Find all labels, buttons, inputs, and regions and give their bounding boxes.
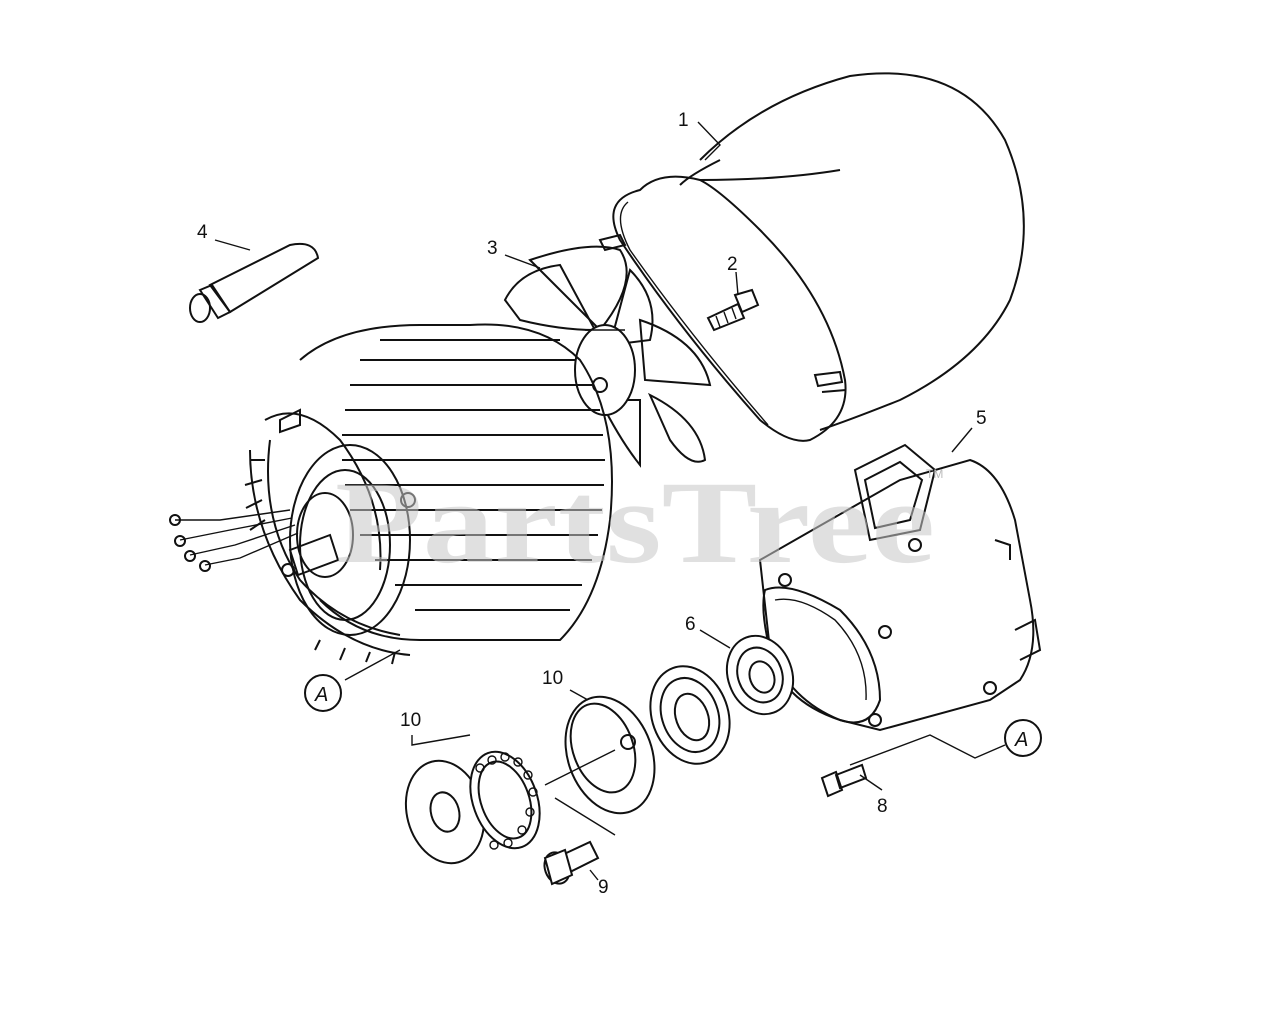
screw-part-2[interactable]	[706, 288, 760, 332]
svg-text:A: A	[1014, 729, 1028, 751]
seal-ring[interactable]	[637, 655, 743, 775]
callout-part-6: 6	[685, 614, 696, 635]
callout-part-4: 4	[197, 222, 208, 243]
callout-part-9: 9	[598, 877, 609, 898]
callout-part-2: 2	[727, 254, 738, 275]
callout-part-8: 8	[877, 796, 888, 817]
callout-part-3: 3	[487, 238, 498, 259]
grease-tube-part-4[interactable]	[189, 242, 320, 323]
motor-cover-part-1[interactable]	[598, 72, 1025, 442]
thrust-bearing-part-10-lower[interactable]	[395, 742, 552, 872]
leader-lines	[214, 121, 1006, 881]
bolt-part-9[interactable]	[540, 840, 600, 887]
motor-stator-assembly[interactable]	[169, 323, 613, 665]
watermark-trademark: TM	[926, 467, 943, 481]
callout-part-10-upper: 10	[542, 668, 563, 689]
svg-text:A: A	[314, 684, 328, 706]
thrust-cup-part-10-upper[interactable]	[550, 684, 670, 825]
callout-part-1: 1	[678, 110, 689, 131]
fan-part-3[interactable]	[503, 245, 712, 468]
callout-part-10-lower: 10	[400, 710, 421, 731]
bolt-part-8[interactable]	[820, 763, 868, 798]
bearing-part-6[interactable]	[716, 626, 804, 723]
reference-marker-left: A	[304, 674, 342, 712]
watermark-text: PartsTree	[335, 457, 935, 588]
reference-marker-right: A	[1004, 719, 1042, 757]
callout-part-5: 5	[976, 408, 987, 429]
